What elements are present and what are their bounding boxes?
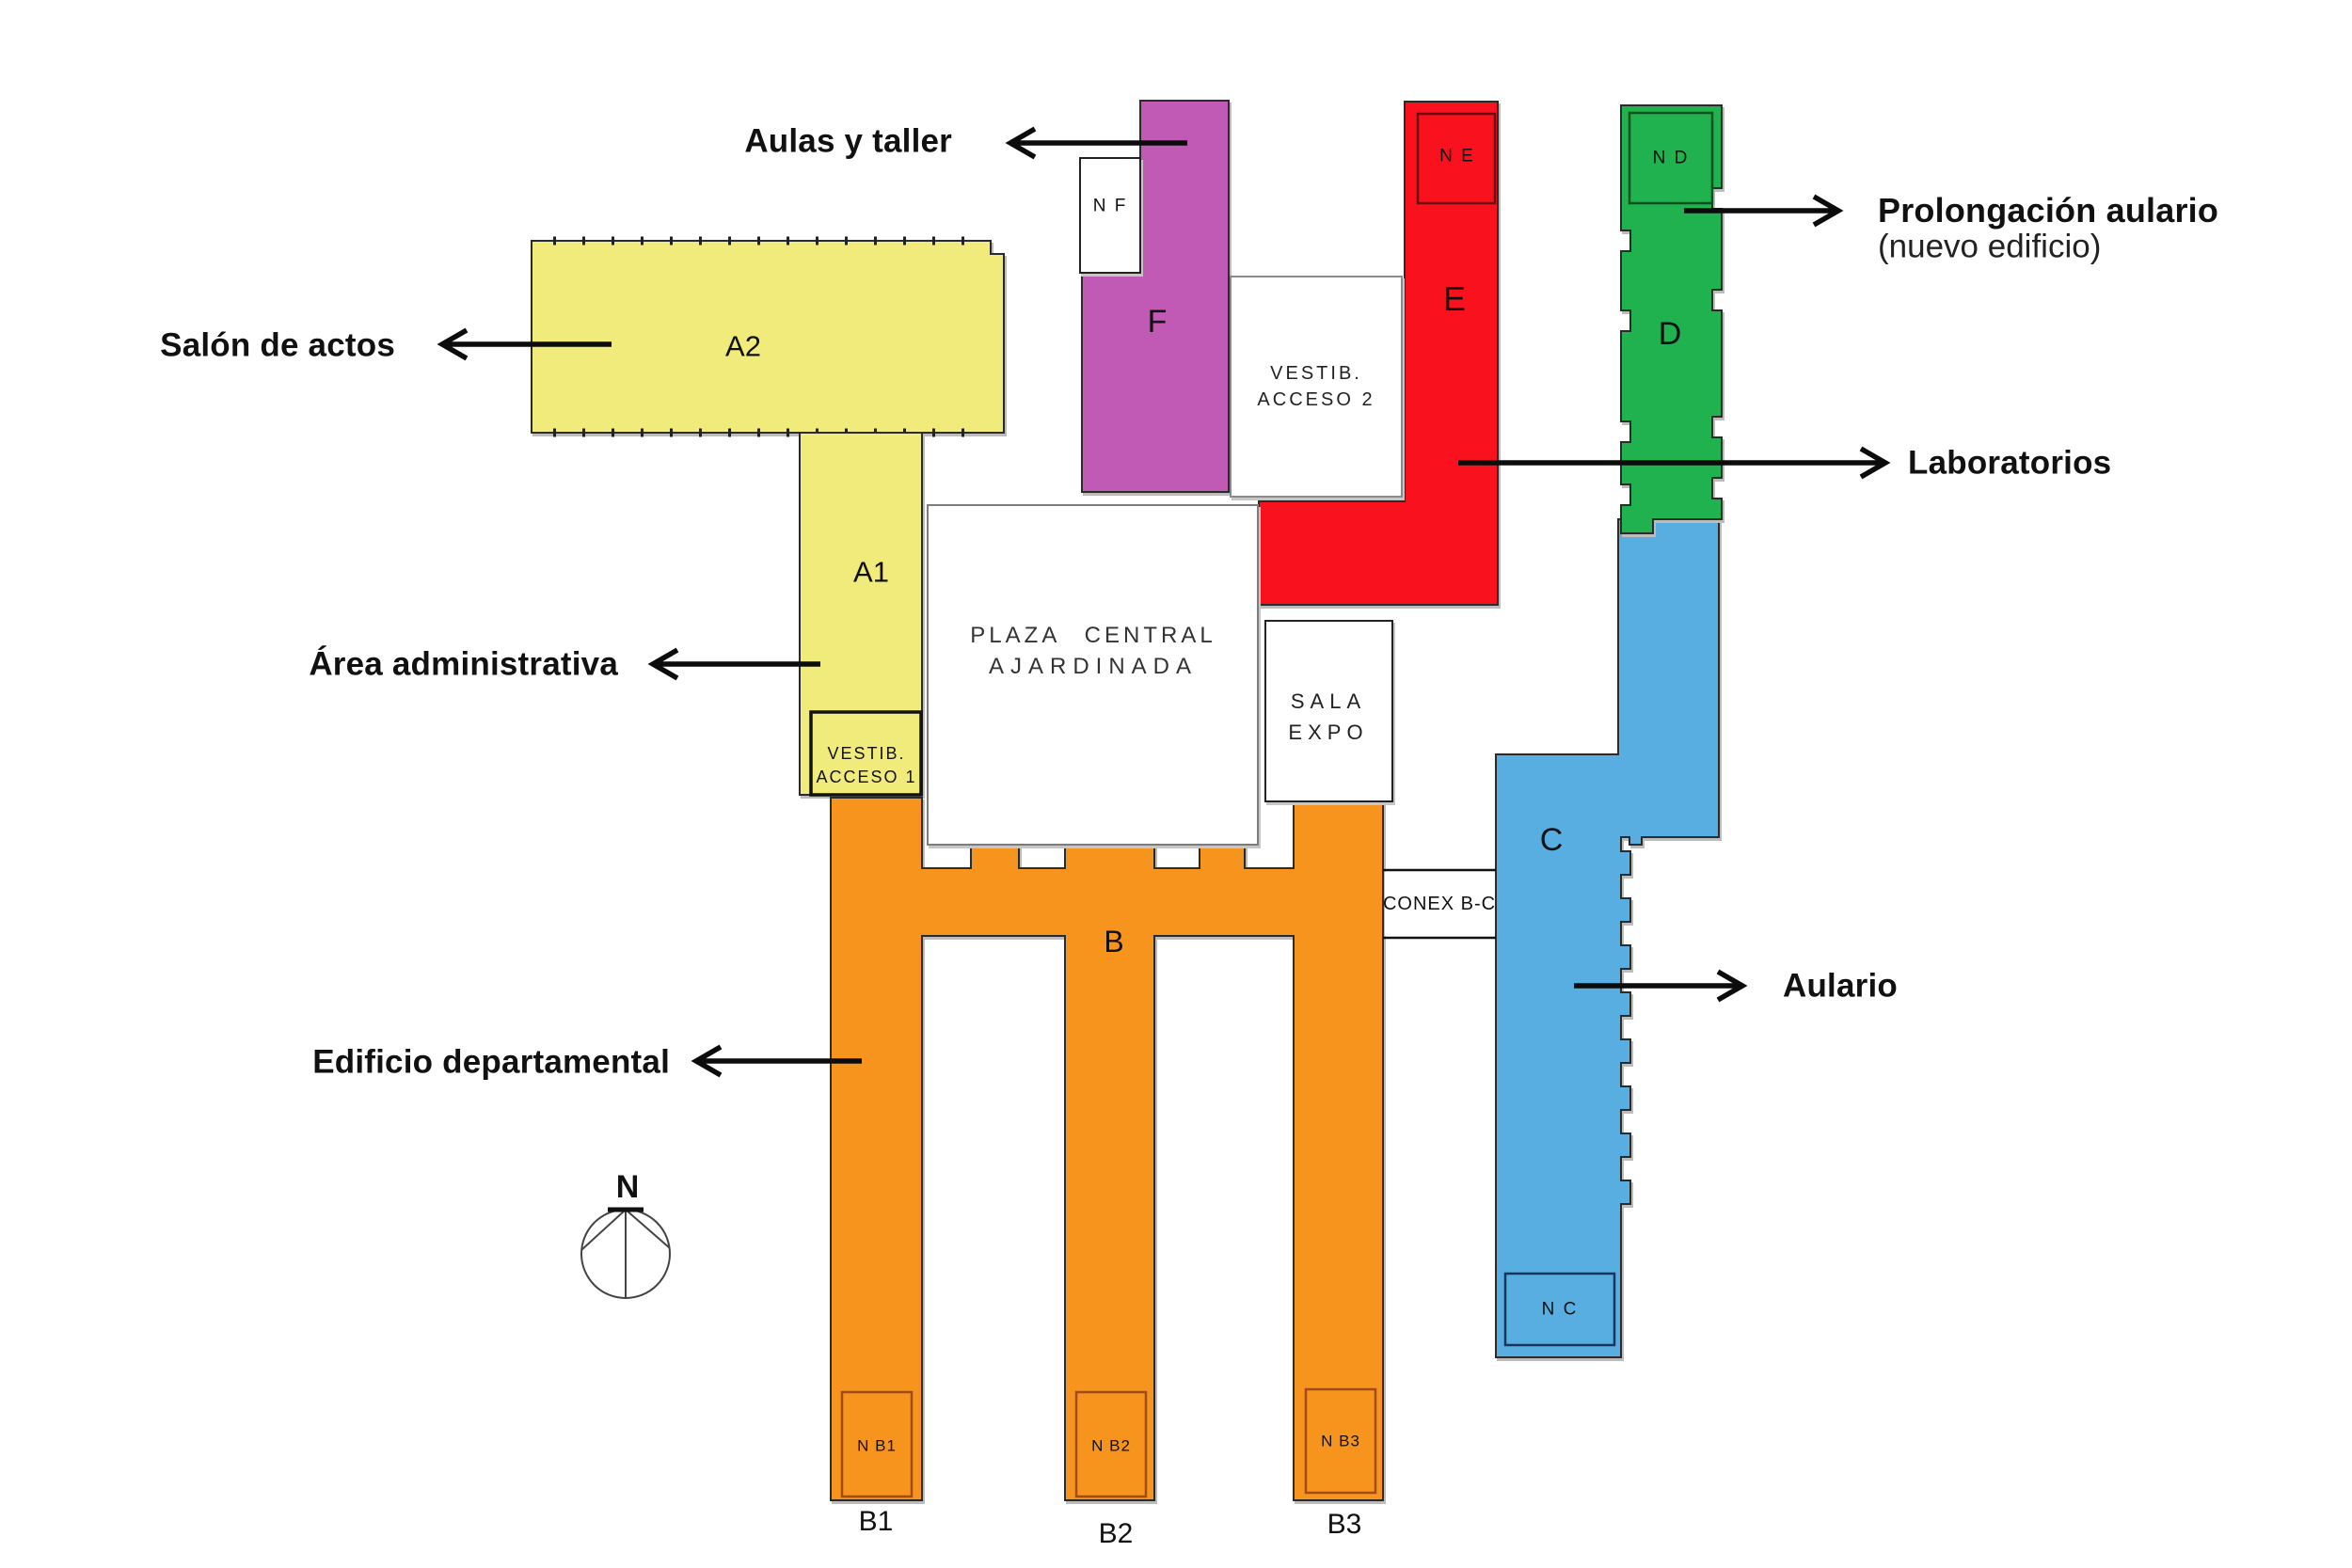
building-f-label: F	[1147, 304, 1168, 340]
plaza-line2: AJARDINADA	[988, 654, 1199, 679]
arrow-prolongacion-aulario	[1684, 194, 1844, 228]
wing-b2-label: B2	[1098, 1518, 1134, 1549]
ne-node-box	[1416, 112, 1497, 205]
building-c-shape	[1495, 518, 1720, 1358]
label-salon-de-actos: Salón de actos	[160, 326, 395, 364]
plaza-line1: PLAZA CENTRAL	[970, 623, 1216, 648]
sala-expo-box	[1264, 620, 1393, 802]
building-c-label: C	[1539, 822, 1564, 858]
arrow-salon-de-actos	[437, 327, 612, 361]
node-nd-label: N D	[1652, 148, 1690, 168]
building-e-label: E	[1442, 279, 1467, 318]
label-laboratorios: Laboratorios	[1908, 444, 2112, 482]
vestib1-line2: ACCESO 1	[816, 768, 917, 786]
label-aulas-y-taller: Aulas y taller	[744, 122, 952, 160]
arrow-area-administrativa	[647, 647, 820, 681]
nb1-node-box	[840, 1390, 914, 1498]
label-area-administrativa: Área administrativa	[309, 645, 618, 683]
node-nb3-label: N B3	[1321, 1432, 1360, 1450]
nb2-node-box	[1074, 1390, 1148, 1498]
building-d-label: D	[1658, 316, 1682, 352]
sala-expo-line2: EXPO	[1288, 721, 1369, 744]
sala-expo-line1: SALA	[1290, 689, 1367, 713]
nf-box	[1079, 157, 1141, 274]
node-nb2-label: N B2	[1091, 1436, 1131, 1455]
node-nc-label: N C	[1541, 1299, 1579, 1320]
label-aulario: Aulario	[1783, 967, 1898, 1005]
label-nuevo-edificio: (nuevo edificio)	[1878, 228, 2102, 265]
building-a2-label: A2	[725, 329, 761, 363]
label-edificio-departamental: Edificio departamental	[312, 1043, 670, 1081]
vestib2-line2: ACCESO 2	[1257, 389, 1375, 410]
node-nf-label: N F	[1092, 196, 1128, 216]
label-prolongacion-aulario: Prolongación aulario	[1878, 191, 2219, 230]
nd-node-box	[1628, 111, 1714, 205]
node-nb1-label: N B1	[857, 1436, 897, 1455]
arrow-aulas-y-taller	[1005, 126, 1187, 160]
node-ne-label: N E	[1439, 146, 1475, 166]
arrow-laboratorios	[1458, 446, 1891, 480]
wing-b1-label: B1	[858, 1506, 894, 1537]
conex-bc-label: CONEX B-C	[1382, 894, 1497, 914]
vestib2-line1: VESTIB.	[1270, 363, 1362, 384]
arrow-edificio-departamental	[691, 1044, 862, 1078]
vestib1-line1: VESTIB.	[827, 744, 906, 763]
conex-bc-box	[1385, 872, 1494, 936]
vestib-acceso2-box	[1230, 276, 1403, 498]
building-a1-label: A1	[853, 555, 889, 589]
arrow-aulario	[1574, 969, 1748, 1003]
vestib-acceso1-box	[809, 710, 923, 797]
building-b-label: B	[1104, 925, 1124, 958]
compass-north-label: N	[615, 1169, 640, 1205]
compass-icon	[580, 1207, 671, 1299]
plaza-central-box	[927, 504, 1259, 846]
building-a2-shape	[531, 240, 1005, 434]
wing-b3-label: B3	[1327, 1509, 1362, 1540]
nb3-node-box	[1304, 1387, 1377, 1495]
nc-node-box	[1503, 1272, 1616, 1347]
